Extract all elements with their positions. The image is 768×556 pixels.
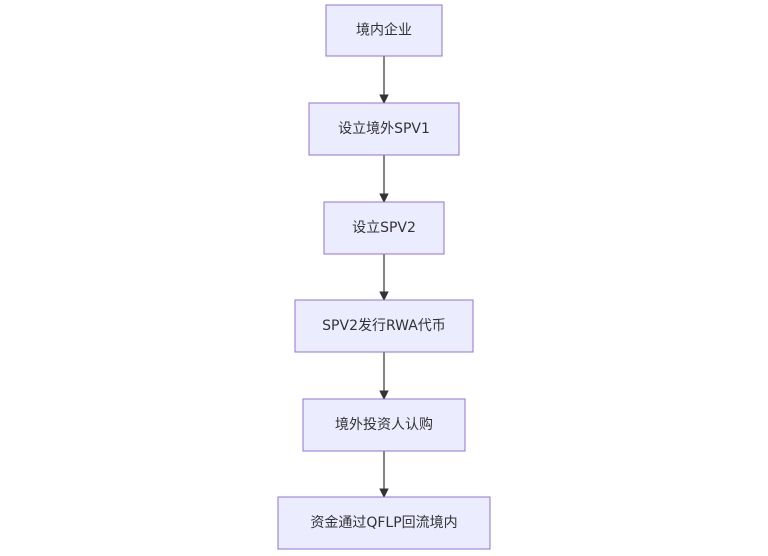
node-label: SPV2发行RWA代币 <box>322 318 446 334</box>
node-label: 设立境外SPV1 <box>338 121 430 137</box>
node-funds-return-via-qflp[interactable]: 资金通过QFLP回流境内 <box>277 496 491 550</box>
node-label: 境外投资人认购 <box>335 417 433 433</box>
node-offshore-investor-subscribe[interactable]: 境外投资人认购 <box>302 398 466 452</box>
node-domestic-enterprise[interactable]: 境内企业 <box>325 4 443 57</box>
node-label: 设立SPV2 <box>352 220 416 236</box>
node-label: 境内企业 <box>356 22 412 39</box>
node-setup-spv2[interactable]: 设立SPV2 <box>323 201 445 255</box>
node-setup-offshore-spv1[interactable]: 设立境外SPV1 <box>308 102 460 156</box>
node-label: 资金通过QFLP回流境内 <box>310 515 457 531</box>
node-spv2-issue-rwa-token[interactable]: SPV2发行RWA代币 <box>294 299 474 353</box>
